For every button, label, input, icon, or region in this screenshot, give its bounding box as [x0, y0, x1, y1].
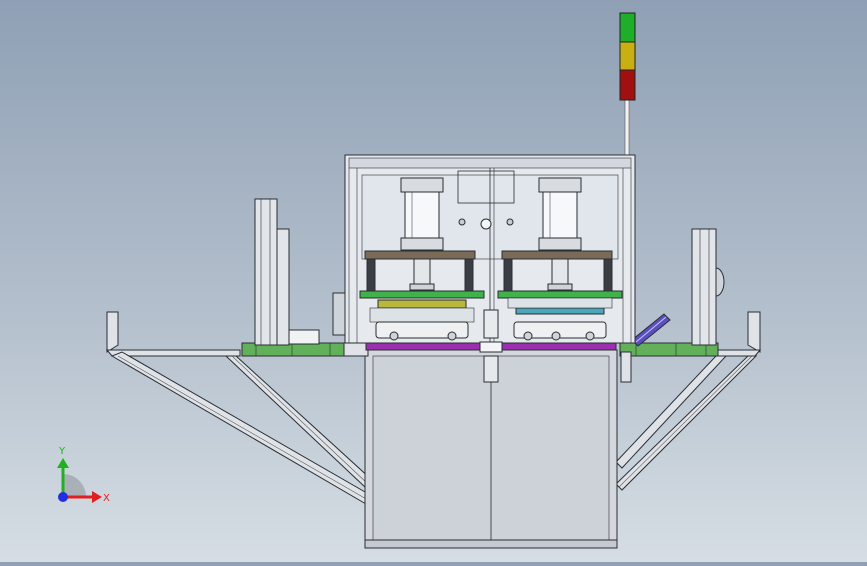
- right-side-posts: [620, 228, 725, 383]
- coordinate-triad: Y X: [57, 446, 110, 504]
- x-axis-label: X: [103, 493, 110, 504]
- y-axis-label: Y: [58, 446, 66, 457]
- right-press-station: [497, 177, 623, 341]
- tower-light-red: [619, 69, 636, 101]
- signal-tower: [619, 12, 636, 159]
- left-press-station: [359, 177, 485, 341]
- cabinet-latch: [483, 355, 499, 383]
- angled-handle: [631, 313, 671, 347]
- tower-light-green: [619, 12, 636, 43]
- center-fixture: [479, 309, 503, 353]
- left-side-posts: [254, 198, 348, 346]
- lower-cabinet: [364, 349, 618, 549]
- left-support-truss: [105, 311, 373, 505]
- tower-light-yellow: [619, 41, 636, 71]
